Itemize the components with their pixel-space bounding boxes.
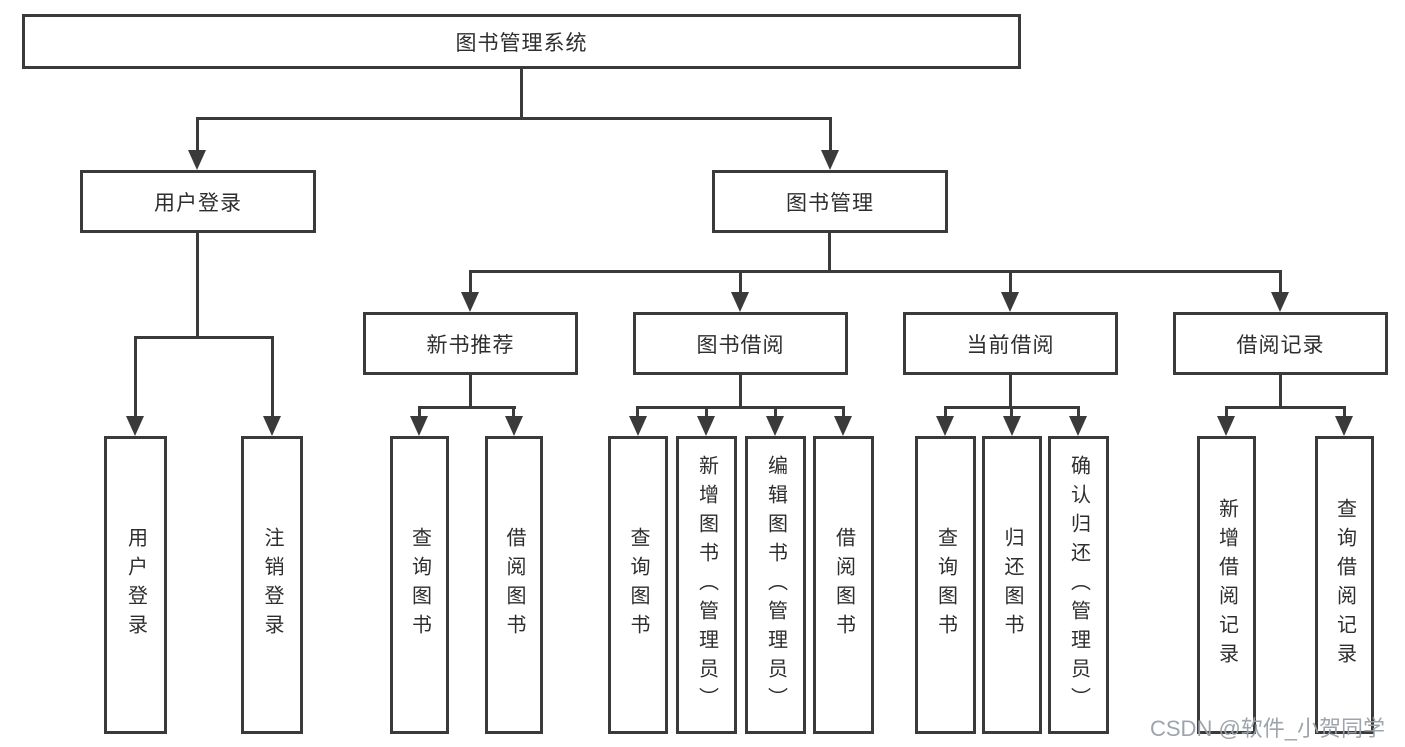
connector-drop-level3 — [469, 270, 472, 295]
leaf-label: 借阅图书 — [832, 527, 855, 643]
connector-drop-leaf — [1225, 406, 1228, 420]
connector-stem — [1279, 375, 1282, 409]
leaf-confirm-return-admin: 确认归还（管理员） — [1048, 436, 1109, 734]
arrow-down-icon — [1001, 292, 1019, 312]
arrow-down-icon — [936, 416, 954, 436]
connector-drop-leaf — [271, 336, 274, 420]
connector-drop-leaf — [418, 406, 421, 420]
connector-drop-leaf — [705, 406, 708, 420]
connector-stem — [469, 375, 472, 409]
node-borrow-records: 借阅记录 — [1173, 312, 1388, 375]
connector-drop-leaf — [1343, 406, 1346, 420]
connector-root-stem — [520, 69, 523, 120]
leaf-label: 编辑图书（管理员） — [764, 454, 787, 716]
connector-stem — [739, 375, 742, 409]
connector-drop-leaf — [512, 406, 515, 420]
connector-drop-level3 — [1279, 270, 1282, 295]
leaf-label: 确认归还（管理员） — [1067, 454, 1090, 716]
leaf-query-books-recommend: 查询图书 — [390, 436, 449, 734]
connector-drop-leaf — [774, 406, 777, 420]
connector-drop-leaf — [636, 406, 639, 420]
connector-user-login-stem — [196, 233, 199, 339]
arrow-down-icon — [461, 292, 479, 312]
arrow-down-icon — [1335, 416, 1353, 436]
arrow-down-icon — [1271, 292, 1289, 312]
leaf-add-borrow-record: 新增借阅记录 — [1197, 436, 1256, 734]
leaf-edit-book-admin: 编辑图书（管理员） — [745, 436, 806, 734]
connector-main-bracket — [469, 270, 1282, 273]
leaf-label: 查询借阅记录 — [1333, 498, 1356, 672]
leaf-label: 借阅图书 — [503, 527, 525, 643]
arrow-down-icon — [834, 416, 852, 436]
connector-drop-leaf — [1010, 406, 1013, 420]
leaf-label: 查询图书 — [408, 527, 431, 643]
arrow-down-icon — [766, 416, 784, 436]
connector-drop-book-management — [829, 117, 832, 153]
leaf-logout: 注销登录 — [241, 436, 303, 734]
connector-drop-leaf — [134, 336, 137, 420]
node-new-book-recommend: 新书推荐 — [363, 312, 578, 375]
node-book-borrowing: 图书借阅 — [633, 312, 848, 375]
connector-book-management-stem — [828, 233, 831, 273]
connector-stem — [1009, 375, 1012, 409]
arrow-down-icon — [1069, 416, 1087, 436]
leaf-add-book-admin: 新增图书（管理员） — [676, 436, 737, 734]
leaf-label: 归还图书 — [1001, 527, 1023, 643]
arrow-down-icon — [188, 150, 206, 170]
leaf-query-books-current: 查询图书 — [915, 436, 976, 734]
watermark-csdn: CSDN @软件_小贺同学 — [1150, 716, 1386, 741]
connector-user-login-bracket — [134, 336, 274, 339]
leaf-label: 新增图书（管理员） — [695, 454, 718, 716]
leaf-label: 用户登录 — [124, 527, 147, 643]
leaf-return-books: 归还图书 — [982, 436, 1042, 734]
connector-drop-leaf — [1077, 406, 1080, 420]
leaf-borrow-books-recommend: 借阅图书 — [485, 436, 543, 734]
leaf-label: 查询图书 — [934, 527, 957, 643]
arrow-down-icon — [1217, 416, 1235, 436]
leaf-label: 新增借阅记录 — [1215, 498, 1238, 672]
connector-bracket — [1225, 406, 1346, 409]
arrow-down-icon — [697, 416, 715, 436]
arrow-down-icon — [126, 416, 144, 436]
connector-drop-leaf — [842, 406, 845, 420]
arrow-down-icon — [1003, 416, 1021, 436]
arrow-down-icon — [629, 416, 647, 436]
node-user-login: 用户登录 — [80, 170, 316, 233]
connector-drop-user-login — [196, 117, 199, 153]
node-book-management: 图书管理 — [712, 170, 948, 233]
arrow-down-icon — [410, 416, 428, 436]
node-current-borrowing: 当前借阅 — [903, 312, 1118, 375]
leaf-borrow-books-borrowing: 借阅图书 — [813, 436, 874, 734]
leaf-user-login: 用户登录 — [104, 436, 167, 734]
leaf-label: 查询图书 — [627, 527, 649, 643]
connector-top-bracket — [196, 117, 832, 120]
connector-drop-level3 — [1009, 270, 1012, 295]
arrow-down-icon — [731, 292, 749, 312]
arrow-down-icon — [263, 416, 281, 436]
connector-drop-leaf — [944, 406, 947, 420]
arrow-down-icon — [821, 150, 839, 170]
leaf-label: 注销登录 — [261, 527, 283, 643]
leaf-query-borrow-record: 查询借阅记录 — [1315, 436, 1374, 734]
connector-drop-level3 — [739, 270, 742, 295]
node-library-management-system: 图书管理系统 — [22, 14, 1021, 69]
connector-bracket — [636, 406, 845, 409]
arrow-down-icon — [505, 416, 523, 436]
connector-bracket — [418, 406, 516, 409]
leaf-query-books-borrowing: 查询图书 — [608, 436, 668, 734]
